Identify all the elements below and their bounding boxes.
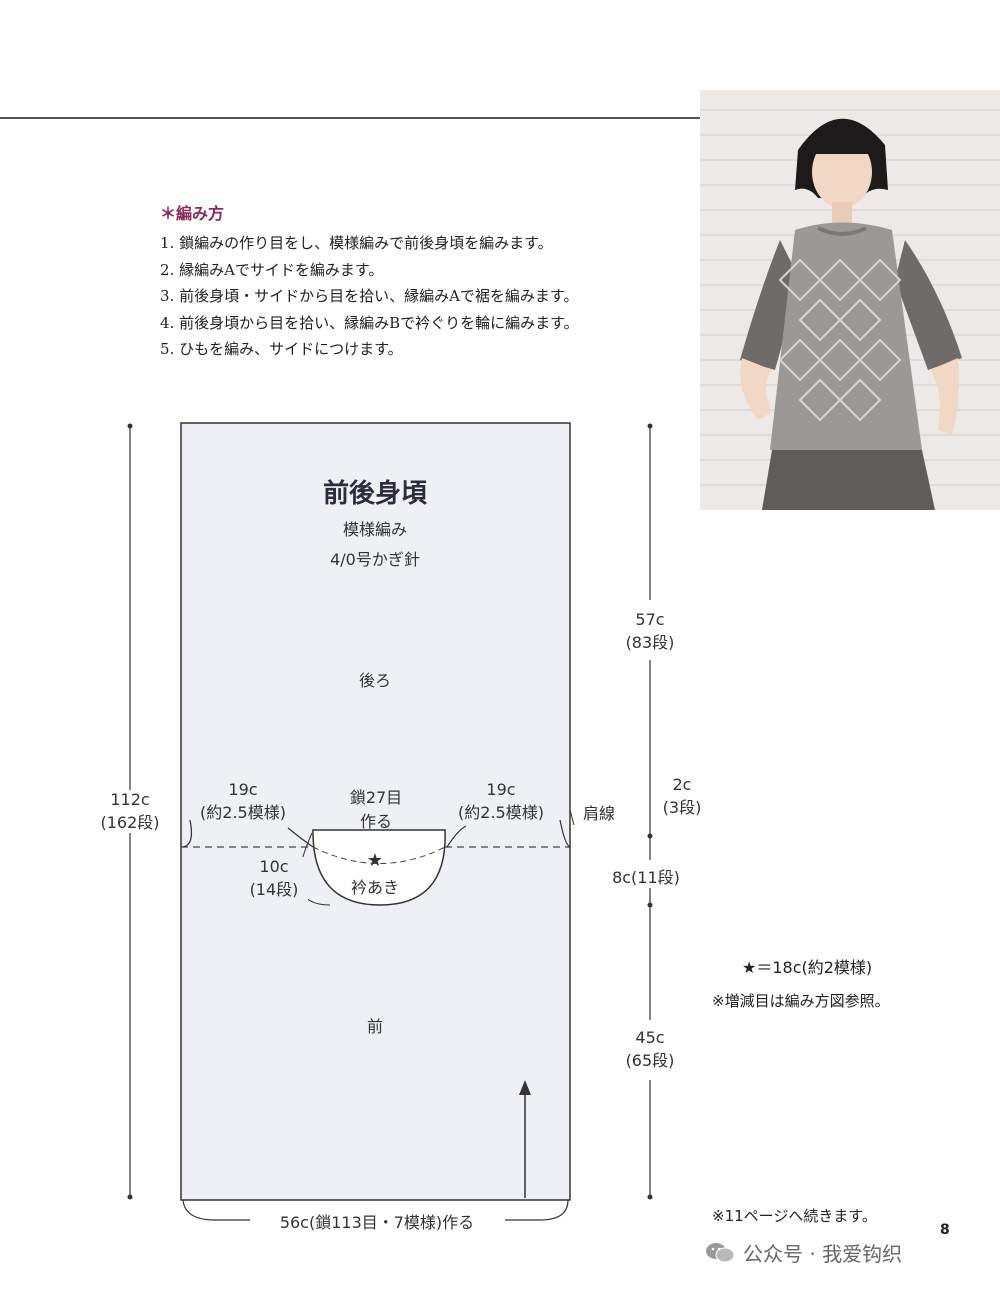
front-height-cm: 45c — [635, 1028, 665, 1047]
back-height-rows: (83段) — [625, 633, 675, 652]
neck-depth-cm: 10c — [259, 857, 289, 876]
increase-note: ※増減目は編み方図参照。 — [712, 992, 890, 1010]
right-shoulder-cm: 19c — [486, 780, 516, 799]
instruction-step: 1. 鎖編みの作り目をし、模様編みで前後身頃を編みます。 — [160, 234, 553, 252]
neck-chain-label: 鎖27目 作る — [336, 784, 416, 832]
back-label: 後ろ — [358, 671, 391, 690]
wechat-icon — [706, 1242, 735, 1262]
back-height-label: 57c (83段) — [608, 610, 692, 653]
left-shoulder-label: 19c (約2.5模様) — [188, 780, 298, 823]
left-shoulder-pattern: (約2.5模様) — [200, 803, 286, 822]
neck-depth-label: 10c (14段) — [240, 857, 308, 900]
front-height-label: 45c (65段) — [608, 1028, 692, 1071]
instruction-step: 2. 縁編みAでサイドを編みます。 — [160, 260, 384, 279]
neck-chain-make: 作る — [359, 812, 392, 831]
continued-note: ※11ページへ続きます。 — [712, 1207, 877, 1225]
footer-text: 公众号 · 我爱钩织 — [743, 1242, 903, 1266]
header-rule — [0, 117, 700, 119]
model-photo — [700, 90, 1000, 510]
neck-depth-rows: (14段) — [249, 880, 299, 899]
neck-chain-count: 鎖27目 — [349, 788, 403, 807]
stitch-label: 模様編み — [342, 520, 407, 539]
star-note: ★＝18c(約2模様) — [742, 958, 873, 977]
instruction-step: 3. 前後身頃・サイドから目を拾い、縁編みAで裾を編みます。 — [160, 287, 579, 305]
neck-opening — [312, 829, 446, 906]
shoulder-offset-label: 2c (3段) — [652, 775, 712, 818]
instructions: ＊編み方 1. 鎖編みの作り目をし、模様編みで前後身頃を編みます。 2. 縁編み… — [160, 200, 579, 363]
shoulder-line-label: 肩線 — [582, 804, 615, 823]
panel-title: 前後身頃 — [322, 479, 427, 509]
page-number: 8 — [940, 1222, 950, 1238]
neck-opening-label: 衿あき — [350, 878, 399, 897]
front-back-panel — [180, 422, 571, 1201]
hook-label: 4/0号かぎ針 — [330, 550, 420, 569]
instructions-title: ＊編み方 — [160, 204, 225, 223]
neck-right-label: 8c(11段) — [612, 868, 680, 887]
front-height-rows: (65段) — [625, 1051, 675, 1070]
star-icon: ★ — [366, 850, 384, 871]
height-left-label: 112c (162段) — [90, 790, 170, 833]
right-shoulder-label: 19c (約2.5模様) — [446, 780, 556, 823]
right-shoulder-pattern: (約2.5模様) — [458, 803, 544, 822]
footer-watermark: 公众号 · 我爱钩织 — [705, 1238, 902, 1267]
height-left-cm: 112c — [110, 790, 150, 809]
height-left-rows: (162段) — [100, 813, 160, 832]
shoulder-offset-cm: 2c — [672, 775, 692, 794]
bottom-width-label: 56c(鎖113目・7模様)作る — [279, 1213, 475, 1232]
back-height-cm: 57c — [635, 610, 665, 629]
front-label: 前 — [366, 1017, 383, 1036]
left-shoulder-cm: 19c — [228, 780, 258, 799]
instruction-step: 5. ひもを編み、サイドにつけます。 — [160, 340, 403, 358]
shoulder-offset-rows: (3段) — [662, 798, 702, 817]
instruction-step: 4. 前後身頃から目を拾い、縁編みBで衿ぐりを輪に編みます。 — [160, 313, 579, 332]
